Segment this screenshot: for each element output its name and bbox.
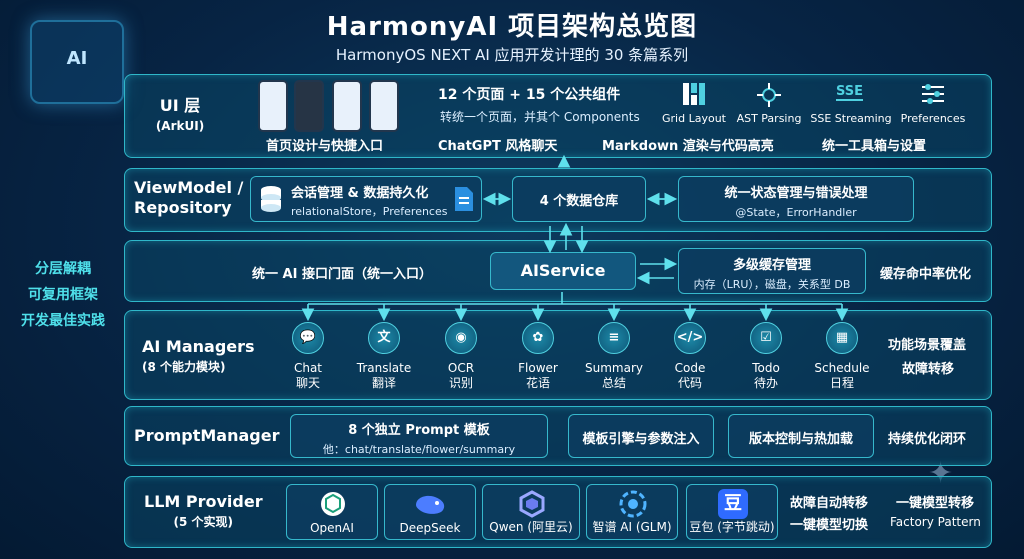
provider-openai: OpenAI — [286, 484, 378, 540]
page-title: HarmonyAI 项目架构总览图 — [326, 12, 698, 42]
manager-zh: 花语 — [525, 376, 550, 390]
code-icon: </> — [674, 322, 706, 354]
database-icon — [259, 185, 283, 217]
tool-label: Preferences — [900, 112, 966, 125]
provider-layer-name: LLM Provider (5 个实现) — [144, 492, 263, 529]
ui-desc: 转统一个页面，并其个 Components — [440, 110, 640, 124]
glm-icon — [619, 490, 647, 522]
checklist-icon: ☑ — [750, 322, 782, 354]
manager-zh: 待办 — [753, 376, 778, 390]
tool-label: SSE Streaming — [810, 112, 892, 125]
aiservice-box: AIService — [490, 252, 636, 290]
provider-deepseek: DeepSeek — [384, 484, 476, 540]
viewmodel-layer-name: ViewModel / Repository — [134, 178, 244, 217]
prompt-templates-box: 8 个独立 Prompt 模板 他：chat/translate/flower/… — [290, 414, 548, 458]
translate-icon: 文 — [368, 322, 400, 354]
phone-screenshot — [369, 80, 399, 132]
manager-zh: 总结 — [601, 376, 626, 390]
phone-screenshot — [332, 80, 362, 132]
flower-icon: ✿ — [522, 322, 554, 354]
manager-zh: 聊天 — [295, 376, 320, 390]
chip-label: AI — [66, 48, 88, 69]
ui-layer-name: UI 层 (ArkUI) — [155, 96, 205, 133]
side-labels: 分层解耦 可复用框架 开发最佳实践 — [8, 256, 118, 334]
provider-glm: 智谱 AI (GLM) — [586, 484, 678, 540]
grid-icon — [682, 82, 706, 106]
qwen-icon — [518, 490, 546, 522]
sse-icon: SSE — [836, 84, 864, 101]
chat-icon: 💬 — [292, 322, 324, 354]
doubao-icon: 豆 — [718, 489, 748, 519]
managers-right-label: 功能场景覆盖 — [888, 338, 967, 353]
version-control-box: 版本控制与热加载 — [728, 414, 874, 458]
managers-layer-name: AI Managers (8 个能力模块) — [142, 337, 255, 374]
calendar-icon: ▦ — [826, 322, 858, 354]
provider-right-label: 故障自动转移 — [790, 496, 869, 511]
manager-en: Code — [674, 361, 706, 375]
ui-bottom-label: 首页设计与快捷入口 — [266, 139, 384, 154]
ast-icon — [756, 82, 782, 108]
phone-screenshot — [294, 80, 324, 132]
whale-icon — [413, 491, 449, 521]
provider-doubao: 豆 豆包 (字节跳动) — [686, 484, 778, 540]
manager-zh: 识别 — [448, 376, 473, 390]
openai-icon — [319, 490, 347, 522]
provider-right-label: 一键模型切换 — [790, 518, 869, 533]
prompt-layer-name: PromptManager — [134, 426, 280, 445]
document-icon: ≡ — [598, 322, 630, 354]
document-icon — [453, 185, 475, 217]
manager-en: Schedule — [814, 361, 870, 375]
ui-bottom-label: Markdown 渲染与代码高亮 — [602, 139, 774, 154]
template-engine-box: 模板引擎与参数注入 — [568, 414, 714, 458]
manager-en: Chat — [293, 361, 323, 375]
manager-zh: 代码 — [677, 376, 702, 390]
service-left-label: 统一 AI 接口门面（统一入口） — [252, 267, 432, 282]
side-label: 可复用框架 — [28, 287, 98, 303]
state-management-box: 统一状态管理与错误处理 @State，ErrorHandler — [678, 176, 914, 222]
tool-label: Grid Layout — [662, 112, 726, 125]
eye-icon: ◉ — [445, 322, 477, 354]
manager-zh: 翻译 — [371, 376, 396, 390]
cache-box: 多级缓存管理 内存（LRU），磁盘，关系型 DB — [678, 248, 866, 294]
manager-en: OCR — [447, 361, 475, 375]
session-box: 会话管理 & 数据持久化 relationalStore，Preferences — [250, 176, 482, 222]
ui-headline: 12 个页面 + 15 个公共组件 — [438, 87, 621, 103]
data-repository-box: 4 个数据仓库 — [512, 176, 646, 222]
ui-bottom-label: 统一工具箱与设置 — [822, 139, 927, 154]
service-right-label: 缓存命中率优化 — [880, 267, 972, 282]
provider-right-label: Factory Pattern — [890, 515, 981, 529]
phone-screenshot — [258, 80, 288, 132]
managers-right-label: 故障转移 — [902, 362, 955, 377]
side-label: 分层解耦 — [35, 261, 91, 277]
side-label: 开发最佳实践 — [21, 313, 105, 329]
page-subtitle: HarmonyOS NEXT AI 应用开发计理的 30 条篇系列 — [335, 46, 689, 64]
manager-en: Flower — [518, 361, 558, 375]
ui-bottom-label: ChatGPT 风格聊天 — [438, 139, 558, 154]
provider-qwen: Qwen (阿里云) — [482, 484, 580, 540]
sliders-icon — [920, 82, 946, 106]
manager-en: Translate — [356, 361, 412, 375]
tool-label: AST Parsing — [736, 112, 802, 125]
prompt-right-label: 持续优化闭环 — [888, 432, 967, 447]
provider-right-label: 一键模型转移 — [896, 496, 975, 511]
manager-zh: 日程 — [829, 376, 854, 390]
chip-decoration: AI — [30, 20, 124, 104]
manager-en: Todo — [752, 361, 780, 375]
manager-en: Summary — [585, 361, 643, 375]
